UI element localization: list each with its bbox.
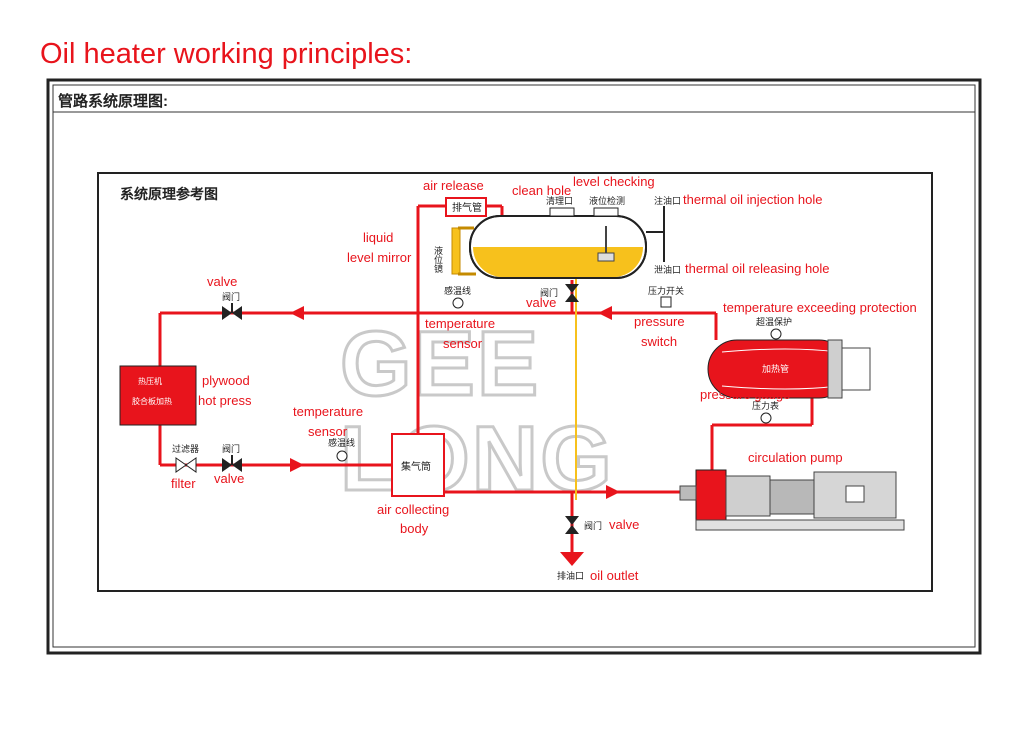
cn-valve-bottom: 阀门 [222,443,240,454]
valve-left [222,303,242,320]
arrow-bottom-1 [290,458,304,472]
valve-bottom [222,455,242,472]
plywood-hot-press [119,365,197,426]
label-pressure-2: switch [641,334,677,349]
watermark-long: LONG [340,408,614,510]
label-valve-outlet: valve [609,517,639,532]
heater [707,339,871,399]
label-temp-protection: temperature exceeding protection [723,300,917,315]
cn-press-bottom: 胶合板加热 [132,396,172,406]
label-pressure-gauge: pressure gauge [700,387,790,402]
cn-pressure-switch: 压力开关 [648,285,684,296]
diagram-title: 系统原理参考图 [120,186,218,202]
cn-heater: 加热管 [762,363,789,374]
label-injection-hole: thermal oil injection hole [683,192,822,207]
cn-valve-outlet: 阀门 [584,520,602,531]
label-valve-left: valve [207,274,237,289]
circulation-pump [679,469,905,531]
cn-pressure-gauge: 压力表 [752,400,779,411]
cn-exhaust: 排气管 [452,201,482,214]
label-pressure-1: pressure [634,314,685,329]
outer-frame [46,78,982,655]
arrow-outlet [560,552,584,566]
label-temp-sensor-bottom-1: temperature [293,404,363,419]
temp-sensor-bottom [336,450,348,462]
cn-temp-line-top: 感温线 [444,285,471,296]
label-circulation-pump: circulation pump [748,450,843,465]
arrow-top-1 [290,306,304,320]
filter [175,457,197,473]
label-clean-hole: clean hole [512,183,571,198]
watermark-gee: GEE [340,313,540,415]
cn-release: 泄油口 [654,264,681,275]
cn-oil-drain: 排油口 [557,570,584,581]
cn-valve-center: 阀门 [540,287,558,298]
flow-arrows [290,306,620,566]
label-temp-sensor-top-2: sensor [443,336,483,351]
cn-press-top: 热压机 [138,376,162,386]
label-air-collecting-2: body [400,521,429,536]
arrow-top-2 [598,306,612,320]
arrow-bottom-2 [606,485,620,499]
cn-temp-line-bottom: 感温线 [328,437,355,448]
label-temp-sensor-top-1: temperature [425,316,495,331]
watermark: GEE LONG [339,312,614,512]
valve-center [565,284,579,302]
temp-sensor-top [452,297,464,309]
label-air-collecting-1: air collecting [377,502,449,517]
label-liquid: liquid [363,230,393,245]
panel-title: 管路系统原理图: [58,92,168,110]
label-level-checking: level checking [573,174,655,189]
label-air-release: air release [423,178,484,193]
cn-valve-left: 阀门 [222,291,240,302]
cn-level-check: 液位检测 [589,195,625,206]
cn-level-gauge: 液位镜 [433,245,443,274]
label-releasing-hole: thermal oil releasing hole [685,261,830,276]
expansion-tank [445,197,665,279]
pressure-switch-symbol [660,296,672,308]
pipe-network [158,204,814,552]
cn-clean: 清理口 [546,195,573,206]
label-temp-sensor-bottom-2: sensor [308,424,348,439]
label-valve-center: valve [526,295,556,310]
cn-inject: 注油口 [654,195,681,206]
label-plywood-2: hot press [198,393,252,408]
valve-outlet [565,516,579,534]
cn-filter: 过滤器 [172,443,199,454]
over-temp-sensor [770,328,782,340]
inner-frame [52,84,976,648]
label-filter: filter [171,476,196,491]
label-valve-bottom: valve [214,471,244,486]
label-oil-outlet: oil outlet [590,568,639,583]
air-collecting-body [391,433,445,497]
cn-air-collector: 集气筒 [401,460,431,473]
pressure-gauge-symbol [760,412,772,424]
label-plywood-1: plywood [202,373,250,388]
label-level-mirror: level mirror [347,250,412,265]
page-title: Oil heater working principles: [40,38,413,70]
diagram-frame [97,172,933,592]
cn-over-temp: 超温保护 [756,316,792,327]
